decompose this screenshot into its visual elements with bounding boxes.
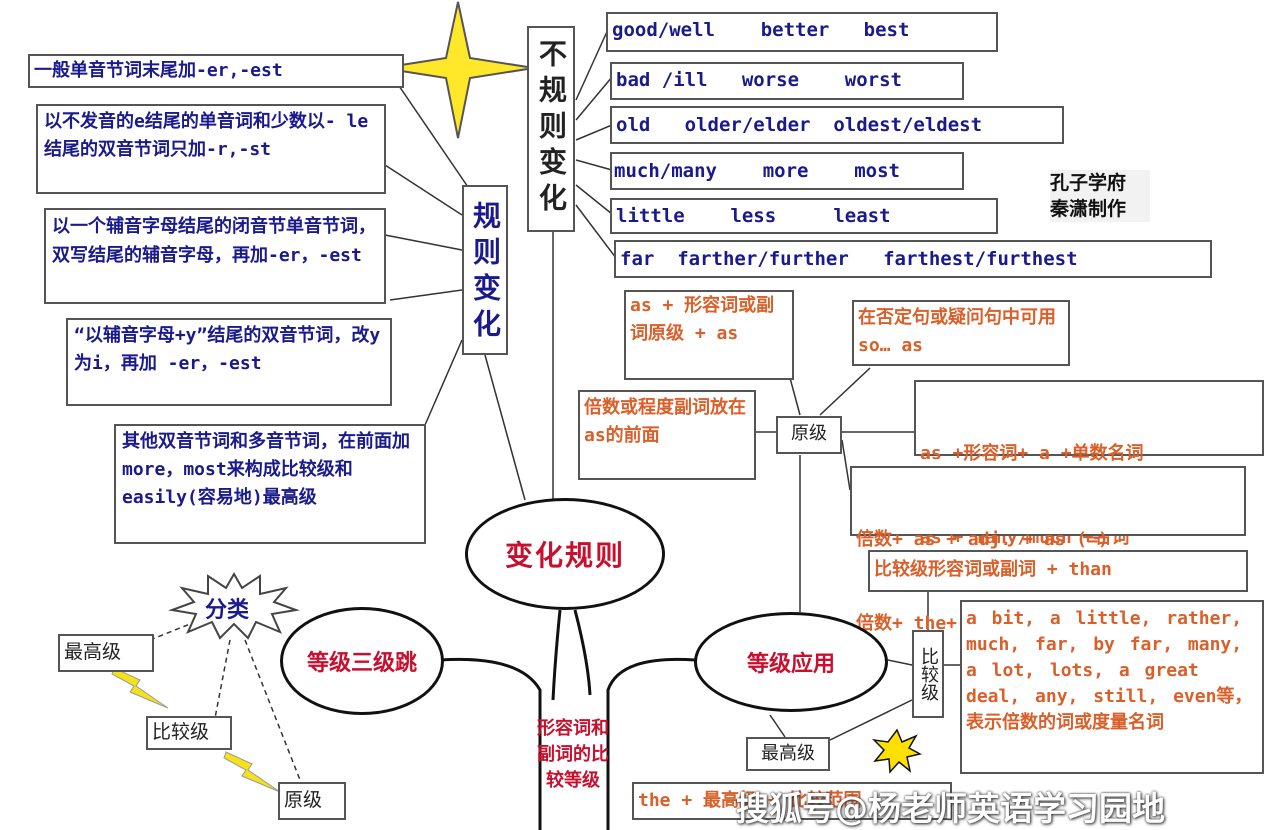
burst-icon — [872, 728, 922, 774]
three-levels-ellipse: 等级三级跳 — [280, 607, 444, 715]
as-patterns-box: as +形容词+ a +单数名词 as + many/much +名词 — [914, 380, 1264, 548]
superlative-pattern: the + 最高级 + 比较范围 — [632, 782, 952, 820]
regular-rule-3: 以一个辅音字母结尾的闭音节单音节词，双写结尾的辅音字母，再加-er，-est — [44, 208, 386, 304]
credit-line-2: 秦潇制作 — [1050, 198, 1127, 220]
multiple-position-note: 倍数或程度副词放在as的前面 — [578, 390, 756, 480]
comparative-than-pattern: 比较级形容词或副词 + than — [868, 550, 1248, 592]
irregular-row-far: far farther/further farthest/furthest — [614, 240, 1212, 278]
positive-degree-label: 原级 — [776, 416, 842, 454]
regular-rule-2: 以不发音的e结尾的单音词和少数以- le结尾的双音节词只加-r,-st — [36, 104, 386, 194]
watermark-text: 搜狐号@杨老师英语学习园地 — [736, 789, 1165, 828]
times-patterns-box: 倍数+ as + adj. + as (=) 倍数+ the+ n + of — [850, 466, 1246, 634]
regular-title: 规则变化 — [462, 185, 508, 355]
classification-title: 分类 — [205, 598, 250, 623]
three-levels-title: 等级三级跳 — [306, 651, 417, 676]
comparative-modifiers: a bit, a little, rather, much, far, by f… — [960, 600, 1264, 774]
center-ellipse: 变化规则 — [465, 498, 665, 610]
regular-rule-5: 其他双音节词和多音节词，在前面加more，most来构成比较级和easily(容… — [114, 424, 426, 544]
times-pattern-1: 倍数+ as + adj. + as (=) — [856, 529, 1109, 550]
irregular-row-bad: bad /ill worse worst — [610, 62, 964, 100]
class-comparative: 比较级 — [146, 716, 232, 750]
irregular-title: 不规则变化 — [527, 26, 575, 232]
class-positive: 原级 — [278, 782, 346, 820]
class-superlative: 最高级 — [58, 634, 154, 672]
application-ellipse: 等级应用 — [694, 612, 888, 712]
star-icon — [381, 1, 535, 139]
credit-line-1: 孔子学府 — [1050, 172, 1127, 194]
as-original-form: as + 形容词或副词原级 + as — [624, 290, 794, 380]
negative-so-as-note: 在否定句或疑问句中可用so… as — [852, 300, 1070, 366]
credit-text: 孔子学府 秦潇制作 — [1050, 170, 1150, 222]
lightning-icon — [223, 751, 281, 793]
irregular-row-little: little less least — [610, 198, 998, 234]
center-title: 变化规则 — [504, 539, 625, 572]
lightning-icon — [111, 667, 169, 709]
irregular-row-good: good/well better best — [606, 12, 998, 52]
as-pattern-1: as +形容词+ a +单数名词 — [920, 443, 1144, 464]
regular-rule-1: 一般单音节词末尾加-er,-est — [28, 54, 404, 88]
comparative-degree-label: 比较级 — [912, 630, 944, 718]
superlative-degree-label: 最高级 — [746, 737, 830, 771]
irregular-row-old: old older/elder oldest/eldest — [610, 106, 1064, 144]
regular-rule-4: “以辅音字母+y”结尾的双音节词，改y为i，再加 -er，-est — [66, 318, 392, 406]
irregular-row-much: much/many more most — [610, 152, 964, 190]
burst-icon — [168, 571, 300, 640]
application-title: 等级应用 — [746, 652, 835, 677]
stem-text: 形容词和副词的比较等级 — [537, 718, 609, 791]
